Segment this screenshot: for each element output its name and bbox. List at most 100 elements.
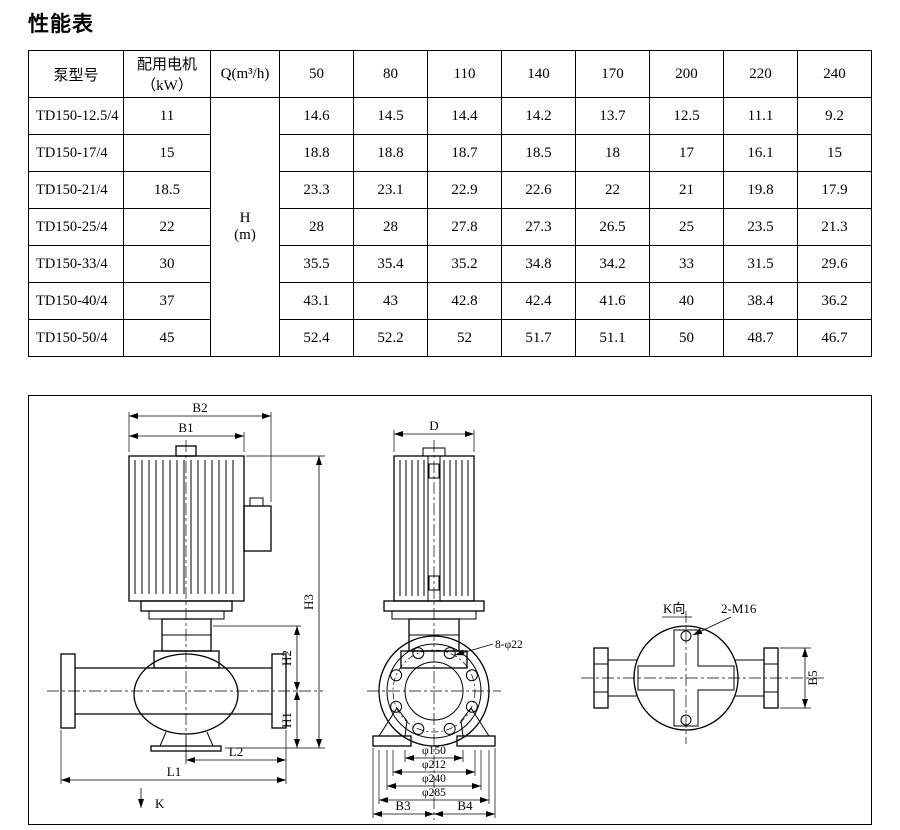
- head-value-cell: 40: [649, 282, 724, 320]
- head-value-cell: 50: [649, 319, 724, 357]
- motor-power-cell: 30: [123, 245, 211, 283]
- motor-power-cell: 18.5: [123, 171, 211, 209]
- header-row: 泵型号 配用电机 （kW） Q(m³/h) 50 80 110 140 170 …: [28, 50, 872, 98]
- header-flow-value: 240: [797, 50, 872, 98]
- head-value-cell: 41.6: [575, 282, 650, 320]
- head-value-cell: 51.7: [501, 319, 576, 357]
- motor-power-cell: 37: [123, 282, 211, 320]
- top-view-drawing: K向 2-M16 B5: [581, 601, 824, 744]
- head-value-cell: 16.1: [723, 134, 798, 172]
- motor-power-cell: 15: [123, 134, 211, 172]
- head-value-cell: 14.6: [279, 97, 354, 135]
- dim-label-phi212: φ212: [422, 759, 446, 771]
- head-symbol: H: [239, 210, 251, 226]
- head-value-cell: 14.5: [353, 97, 428, 135]
- head-value-cell: 34.8: [501, 245, 576, 283]
- head-value-cell: 35.5: [279, 245, 354, 283]
- dim-label-b3: B3: [395, 798, 410, 813]
- head-value-cell: 13.7: [575, 97, 650, 135]
- pump-model-cell: TD150-21/4: [28, 171, 124, 209]
- header-flow-value: 200: [649, 50, 724, 98]
- head-value-cell: 21: [649, 171, 724, 209]
- view-k-label: K向: [663, 601, 685, 616]
- header-motor-power: 配用电机 （kW）: [123, 50, 211, 98]
- head-unit-cell: H(m): [210, 97, 280, 357]
- head-value-cell: 27.3: [501, 208, 576, 246]
- performance-table: 泵型号 配用电机 （kW） Q(m³/h) 50 80 110 140 170 …: [28, 50, 872, 357]
- head-value-cell: 15: [797, 134, 872, 172]
- dim-label-h1: H1: [279, 712, 294, 728]
- head-value-cell: 38.4: [723, 282, 798, 320]
- head-value-cell: 35.4: [353, 245, 428, 283]
- motor-power-cell: 22: [123, 208, 211, 246]
- head-value-cell: 46.7: [797, 319, 872, 357]
- head-value-cell: 21.3: [797, 208, 872, 246]
- header-motor-power-line2: （kW）: [141, 78, 193, 94]
- head-value-cell: 22.9: [427, 171, 502, 209]
- head-value-cell: 27.8: [427, 208, 502, 246]
- head-value-cell: 42.8: [427, 282, 502, 320]
- head-value-cell: 17: [649, 134, 724, 172]
- pump-model-cell: TD150-12.5/4: [28, 97, 124, 135]
- dim-label-d: D: [429, 418, 438, 433]
- head-value-cell: 17.9: [797, 171, 872, 209]
- head-value-cell: 51.1: [575, 319, 650, 357]
- pump-model-cell: TD150-33/4: [28, 245, 124, 283]
- header-flow-value: 50: [279, 50, 354, 98]
- view-direction-label-k: K: [155, 796, 165, 811]
- front-view-drawing: 8-φ22 D φ150 φ212 φ240 φ285 B3 B4: [367, 418, 523, 820]
- head-value-cell: 29.6: [797, 245, 872, 283]
- head-value-cell: 19.8: [723, 171, 798, 209]
- dimension-drawing: B2 B1 H3 H2 H1 L2 L1 K: [28, 395, 872, 825]
- header-flow-value: 140: [501, 50, 576, 98]
- head-value-cell: 52.2: [353, 319, 428, 357]
- header-flow-value: 220: [723, 50, 798, 98]
- head-value-cell: 43.1: [279, 282, 354, 320]
- head-value-cell: 22.6: [501, 171, 576, 209]
- head-value-cell: 23.3: [279, 171, 354, 209]
- motor-power-cell: 45: [123, 319, 211, 357]
- head-value-cell: 28: [353, 208, 428, 246]
- dim-label-l1: L1: [167, 764, 181, 779]
- head-value-cell: 14.4: [427, 97, 502, 135]
- thread-holes-note: 2-M16: [721, 601, 757, 616]
- bolt-holes-note: 8-φ22: [495, 639, 523, 651]
- dim-label-h3: H3: [301, 594, 316, 610]
- head-value-cell: 23.5: [723, 208, 798, 246]
- head-value-cell: 11.1: [723, 97, 798, 135]
- header-pump-model: 泵型号: [28, 50, 124, 98]
- dim-label-phi285: φ285: [422, 787, 446, 799]
- dim-label-h2: H2: [279, 650, 294, 666]
- header-flow: Q(m³/h): [210, 50, 280, 98]
- dim-label-l2: L2: [229, 744, 243, 759]
- head-value-cell: 22: [575, 171, 650, 209]
- pump-model-cell: TD150-40/4: [28, 282, 124, 320]
- side-view-drawing: B2 B1 H3 H2 H1 L2 L1 K: [47, 400, 325, 811]
- head-value-cell: 18.8: [279, 134, 354, 172]
- head-value-cell: 48.7: [723, 319, 798, 357]
- head-value-cell: 14.2: [501, 97, 576, 135]
- head-value-cell: 26.5: [575, 208, 650, 246]
- head-value-cell: 28: [279, 208, 354, 246]
- head-value-cell: 18.8: [353, 134, 428, 172]
- head-value-cell: 18.7: [427, 134, 502, 172]
- pump-model-cell: TD150-17/4: [28, 134, 124, 172]
- head-value-cell: 35.2: [427, 245, 502, 283]
- head-value-cell: 31.5: [723, 245, 798, 283]
- dim-label-b1: B1: [178, 420, 193, 435]
- pump-model-cell: TD150-50/4: [28, 319, 124, 357]
- head-value-cell: 42.4: [501, 282, 576, 320]
- dim-label-phi150: φ150: [422, 745, 446, 757]
- head-value-cell: 9.2: [797, 97, 872, 135]
- head-value-cell: 52.4: [279, 319, 354, 357]
- head-value-cell: 52: [427, 319, 502, 357]
- dim-label-b5: B5: [805, 670, 820, 685]
- dim-label-b2: B2: [192, 400, 207, 415]
- dim-label-b4: B4: [457, 798, 473, 813]
- head-value-cell: 34.2: [575, 245, 650, 283]
